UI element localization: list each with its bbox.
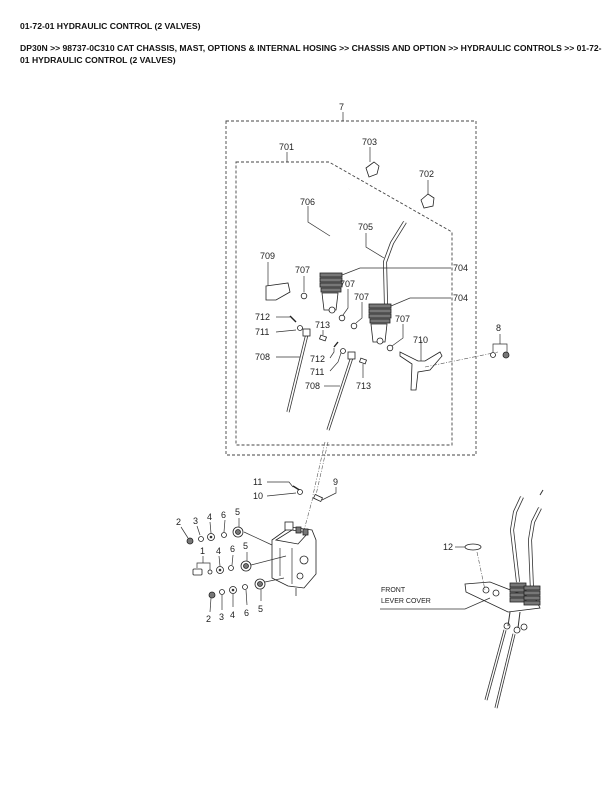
callout-4-a: 4 xyxy=(207,512,212,522)
callout-707-c: 707 xyxy=(354,292,369,302)
page-title: 01-72-01 HYDRAULIC CONTROL (2 VALVES) xyxy=(20,21,201,31)
callout-7: 7 xyxy=(339,102,344,112)
front-lever-cover-label-line2: LEVER COVER xyxy=(381,598,431,605)
callout-712-a: 712 xyxy=(255,312,270,322)
boot-704-left xyxy=(319,267,451,314)
callout-706: 706 xyxy=(300,197,315,207)
bracket-709 xyxy=(265,262,291,301)
pin-11 xyxy=(267,481,302,492)
callout-2-a: 2 xyxy=(176,517,181,527)
rod-extension-line xyxy=(312,441,326,496)
callout-2-b: 2 xyxy=(206,614,211,624)
callout-708-b: 708 xyxy=(305,381,320,391)
washer-3-b xyxy=(219,589,225,610)
callout-710: 710 xyxy=(413,335,428,345)
callout-5-a: 5 xyxy=(235,507,240,517)
lever-705 xyxy=(365,220,407,306)
nut-2-a xyxy=(180,526,194,545)
lever-706 xyxy=(307,188,351,281)
callout-6-a: 6 xyxy=(221,510,226,520)
knob-702 xyxy=(420,180,435,209)
assembly-7-outline xyxy=(225,112,477,456)
seal-6-c xyxy=(242,584,248,606)
plug-5-b xyxy=(240,552,287,572)
front-lever-cover-label-line1: FRONT xyxy=(381,587,406,594)
plug-5-c xyxy=(254,577,285,601)
front-lever-cover-assembly xyxy=(380,489,544,709)
washer-711-a xyxy=(275,325,303,333)
knob-703 xyxy=(365,147,380,178)
callout-12: 12 xyxy=(443,542,453,552)
callout-4-b: 4 xyxy=(216,546,221,556)
callout-711-a: 711 xyxy=(255,327,269,337)
callout-5-c: 5 xyxy=(258,604,263,614)
callout-703: 703 xyxy=(362,137,377,147)
callout-5-b: 5 xyxy=(243,541,248,551)
callout-1: 1 xyxy=(200,546,205,556)
bolt-1 xyxy=(192,556,213,576)
bushing-707-b xyxy=(338,289,349,322)
callout-10: 10 xyxy=(253,491,263,501)
washer-4-a xyxy=(207,521,215,541)
pin-9 xyxy=(312,487,337,503)
washer-711-b xyxy=(329,348,346,372)
control-valve-body xyxy=(271,521,317,596)
bracket-710 xyxy=(399,340,499,391)
callout-707-b: 707 xyxy=(340,279,355,289)
callout-4-c: 4 xyxy=(230,610,235,620)
callout-3-a: 3 xyxy=(193,516,198,526)
pin-713-b xyxy=(358,357,368,378)
plug-5-a xyxy=(232,518,273,546)
rod-708-a xyxy=(276,328,311,413)
callout-9: 9 xyxy=(333,477,338,487)
callout-713-a: 713 xyxy=(315,320,330,330)
callout-707-d: 707 xyxy=(395,314,410,324)
washer-4-b xyxy=(216,555,224,574)
bushing-707-c xyxy=(350,302,363,330)
pin-712-a xyxy=(276,315,297,323)
callout-8: 8 xyxy=(496,323,501,333)
callout-704-a: 704 xyxy=(453,263,468,273)
callout-704-b: 704 xyxy=(453,293,468,303)
assembly-701-outline xyxy=(235,152,453,446)
callout-709: 709 xyxy=(260,251,275,261)
callout-702: 702 xyxy=(419,169,434,179)
breadcrumb: DP30N >> 98737-0C310 CAT CHASSIS, MAST, … xyxy=(20,43,602,65)
bushing-707-a xyxy=(300,276,308,300)
pin-712-b xyxy=(329,341,339,359)
rod-708-b xyxy=(324,351,356,431)
callout-3-b: 3 xyxy=(219,612,224,622)
callout-713-b: 713 xyxy=(356,381,371,391)
callout-707-a: 707 xyxy=(295,265,310,275)
washer-4-c xyxy=(229,586,237,607)
callout-711-b: 711 xyxy=(310,367,324,377)
boot-704-right xyxy=(368,297,451,345)
seal-6-b xyxy=(228,554,234,571)
callout-6-b: 6 xyxy=(230,544,235,554)
pin-713-a xyxy=(318,330,328,342)
callout-6-c: 6 xyxy=(244,608,249,618)
callout-11: 11 xyxy=(253,477,262,487)
seal-6-a xyxy=(221,519,227,538)
callout-701: 701 xyxy=(279,142,294,152)
callout-712-b: 712 xyxy=(310,354,325,364)
washer-10 xyxy=(266,489,303,497)
bolt-8 xyxy=(490,334,510,359)
callout-705: 705 xyxy=(358,222,373,232)
callout-708-a: 708 xyxy=(255,352,270,362)
grommet-12 xyxy=(455,543,486,591)
bushing-707-d xyxy=(386,324,404,352)
washer-3-a xyxy=(196,525,204,542)
nut-2-b xyxy=(208,591,216,613)
